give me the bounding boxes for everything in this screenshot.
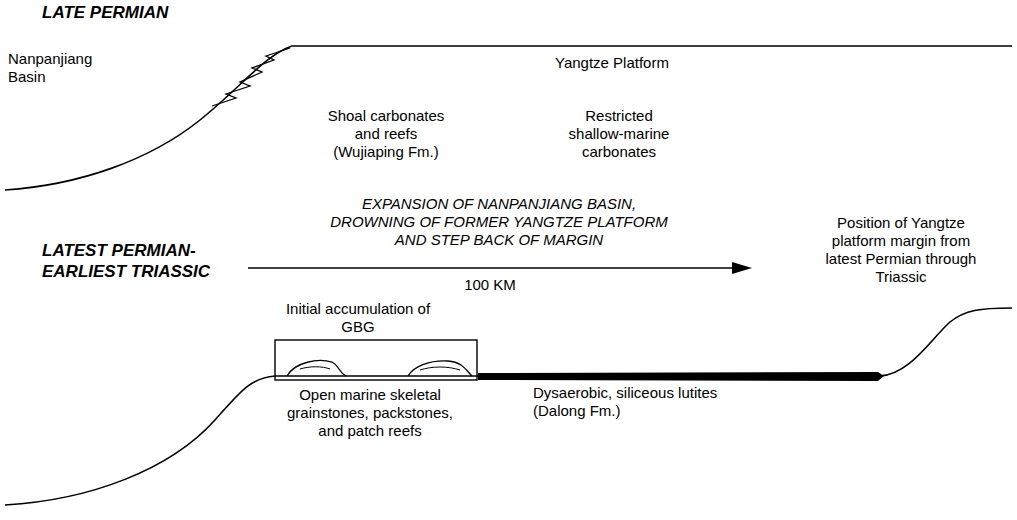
mound <box>408 361 472 376</box>
mound <box>287 361 346 376</box>
facies-label: Shoal carbonates and reefs (Wujiaping Fm… <box>322 107 450 161</box>
facies-label: Dysaerobic, siliceous lutites (Dalong Fm… <box>533 384 748 420</box>
facies-label: Restricted shallow-marine carbonates <box>560 107 678 161</box>
mound-detail <box>420 367 460 370</box>
basin-label: Nanpanjiang Basin <box>8 50 108 86</box>
platform-label: Yangtze Platform <box>555 54 755 72</box>
scale-label: 100 KM <box>440 276 540 294</box>
platform-profile <box>5 46 1012 190</box>
panel-title: LATE PERMIAN <box>42 2 242 23</box>
arrow-caption: EXPANSION OF NANPANJIANG BASIN, DROWNING… <box>318 195 680 249</box>
lutite-band <box>478 372 884 381</box>
interfingering-line <box>212 48 290 106</box>
facies-label: Open marine skeletal grainstones, packst… <box>280 386 460 440</box>
gbg-label: Initial accumulation of GBG <box>283 300 433 336</box>
margin-label: Position of Yangtze platform margin from… <box>824 214 978 286</box>
basin-profile <box>5 308 1012 505</box>
arrow-head <box>732 262 752 274</box>
gbg-box <box>275 340 477 380</box>
arrow-line <box>248 267 732 269</box>
mound-detail <box>300 367 330 369</box>
panel-title: LATEST PERMIAN- EARLIEST TRIASSIC <box>42 240 237 282</box>
